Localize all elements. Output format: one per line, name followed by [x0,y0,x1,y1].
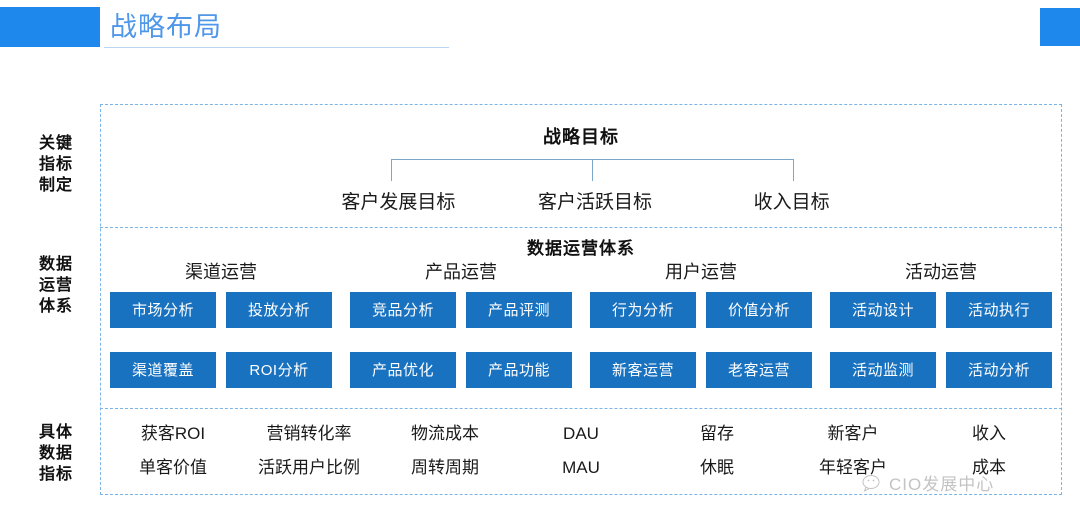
metric-item: DAU [563,424,599,443]
operations-chip[interactable]: 竞品分析 [350,292,456,328]
connector-vertical-3 [793,159,794,181]
operations-chip[interactable]: 活动分析 [946,352,1052,388]
operations-chip[interactable]: 投放分析 [226,292,332,328]
metric-item: MAU [562,458,600,477]
diagram-frame [100,104,1062,495]
row-label-line: 数据 [38,445,73,462]
metrics-grid: 获客ROI 单客价值 营销转化率 活跃用户比例 物流成本 周转周期 DAU MA… [110,417,1052,485]
metric-item: 周转周期 [411,458,479,477]
chip-row: 渠道覆盖 ROI分析 [110,352,332,388]
operations-column-channel: 渠道运营 市场分析 投放分析 渠道覆盖 ROI分析 [110,258,332,388]
chip-row: 新客运营 老客运营 [590,352,812,388]
metrics-column: 获客ROI 单客价值 [110,417,236,485]
operations-chip[interactable]: 行为分析 [590,292,696,328]
strategic-goal-list: 客户发展目标 客户活跃目标 收入目标 [300,187,890,214]
operations-column-campaign: 活动运营 活动设计 活动执行 活动监测 活动分析 [830,258,1052,388]
metrics-column: 留存 休眠 [654,417,780,485]
header-accent-block-left [0,7,100,47]
metrics-column: 收入 成本 [926,417,1052,485]
metrics-column: 新客户 年轻客户 [790,417,916,485]
chip-row: 竞品分析 产品评测 [350,292,572,328]
chip-row: 行为分析 价值分析 [590,292,812,328]
data-operations-title: 数据运营体系 [527,239,635,258]
operations-column-title: 产品运营 [425,262,497,282]
operations-grid: 渠道运营 市场分析 投放分析 渠道覆盖 ROI分析 产品运营 竞品分析 产品评测… [110,258,1052,388]
connector-vertical-1 [391,159,392,181]
operations-chip[interactable]: 老客运营 [706,352,812,388]
metric-item: 休眠 [700,458,734,477]
operations-chip[interactable]: 市场分析 [110,292,216,328]
connector-vertical-2 [592,159,593,181]
operations-chip[interactable]: 活动监测 [830,352,936,388]
operations-column-title: 渠道运营 [185,262,257,282]
metric-item: 活跃用户比例 [258,458,360,477]
row-label-line: 指标 [38,466,73,483]
row-label-concrete-metrics: 具体 数据 指标 [18,422,94,485]
chip-row: 市场分析 投放分析 [110,292,332,328]
header-accent-block-right [1040,8,1080,46]
row-label-data-operations: 数据 运营 体系 [18,254,94,317]
operations-chip[interactable]: 价值分析 [706,292,812,328]
goal-connector-lines [391,159,794,181]
metric-item: 获客ROI [140,424,206,443]
operations-column-title: 活动运营 [905,262,977,282]
chip-row: 活动设计 活动执行 [830,292,1052,328]
operations-chip[interactable]: 活动执行 [946,292,1052,328]
row-label-line: 制定 [38,177,73,194]
metric-item: 新客户 [827,424,879,443]
operations-chip[interactable]: 新客运营 [590,352,696,388]
metric-item: 年轻客户 [819,458,887,477]
metric-item: 收入 [972,424,1006,443]
metrics-column: 营销转化率 活跃用户比例 [246,417,372,485]
row-label-line: 体系 [38,298,73,315]
row-label-line: 关键 [38,135,73,152]
operations-chip[interactable]: 活动设计 [830,292,936,328]
page-title: 战略布局 [110,12,222,42]
section-separator-2 [100,408,1062,409]
row-label-line: 具体 [38,424,73,441]
operations-chip[interactable]: 产品优化 [350,352,456,388]
operations-column-title: 用户运营 [665,262,737,282]
chip-row: 活动监测 活动分析 [830,352,1052,388]
row-label-key-metrics: 关键 指标 制定 [18,133,94,196]
metrics-column: 物流成本 周转周期 [382,417,508,485]
operations-chip[interactable]: 渠道覆盖 [110,352,216,388]
goal-item: 客户发展目标 [341,192,456,213]
goal-item: 收入目标 [753,192,830,213]
operations-chip[interactable]: 产品功能 [466,352,572,388]
operations-column-product: 产品运营 竞品分析 产品评测 产品优化 产品功能 [350,258,572,388]
metric-item: 营销转化率 [266,424,352,443]
operations-chip[interactable]: 产品评测 [466,292,572,328]
operations-column-user: 用户运营 行为分析 价值分析 新客运营 老客运营 [590,258,812,388]
operations-chip[interactable]: ROI分析 [226,352,332,388]
strategic-goal-title: 战略目标 [543,127,619,147]
metric-item: 物流成本 [411,424,479,443]
metric-item: 单客价值 [139,458,207,477]
row-label-line: 指标 [38,156,73,173]
metrics-column: DAU MAU [518,417,644,485]
row-label-line: 运营 [38,277,73,294]
row-label-line: 数据 [38,256,73,273]
title-underline [104,47,449,48]
goal-item: 客户活跃目标 [538,192,653,213]
metric-item: 成本 [972,458,1006,477]
section-separator-1 [100,227,1062,228]
metric-item: 留存 [700,424,734,443]
chip-row: 产品优化 产品功能 [350,352,572,388]
